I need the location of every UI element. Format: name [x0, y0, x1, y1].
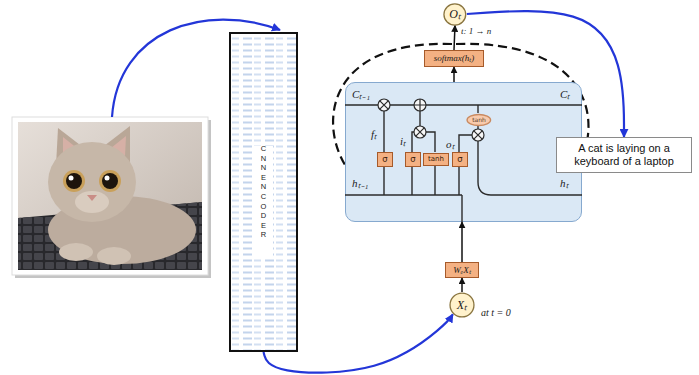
output-circle-outline	[444, 3, 466, 24]
state-label: oₜ	[446, 138, 455, 150]
node-text: A cat is laying on a keyboard of a lapto…	[563, 142, 685, 168]
gate-box: σ	[452, 152, 467, 167]
time-label: at t = 0	[481, 308, 511, 318]
multiply-symbol	[378, 99, 390, 111]
connector-arrow	[461, 222, 463, 262]
gate-wire	[426, 132, 435, 152]
node-text: CNN ENCODER	[261, 144, 267, 240]
encoder-texture	[273, 146, 296, 258]
node-text: tanh	[428, 156, 444, 163]
cat-photo	[18, 122, 202, 270]
state-label: fₜ	[371, 128, 377, 140]
caption-box: A cat is laying on a keyboard of a lapto…	[556, 137, 692, 173]
encoder-texture	[231, 34, 296, 350]
node-text: WₑXₜ	[453, 266, 470, 275]
photo-shadow	[15, 120, 211, 278]
node-text: Oₜ	[449, 8, 461, 20]
connector-arrow	[453, 26, 455, 51]
cat-eye	[102, 173, 118, 189]
input-circle: Xₜ	[449, 292, 475, 318]
gate-wire	[383, 111, 384, 152]
gate-wire	[419, 111, 420, 126]
multiply-symbol	[379, 100, 387, 108]
gate-box: σ	[405, 152, 420, 167]
connector-arrow	[461, 278, 463, 292]
cat-eye	[99, 170, 121, 192]
lstm-wiring	[345, 105, 582, 222]
add-symbol	[414, 99, 426, 111]
cat-eye	[105, 176, 110, 181]
cat-eye	[69, 176, 74, 181]
activation-oval: tanh	[466, 114, 492, 126]
encoder-box: CNN ENCODER	[229, 32, 298, 352]
gate-wire	[412, 132, 414, 152]
encoder-texture	[231, 34, 296, 146]
gate-wire	[477, 105, 478, 113]
node-text: tanh	[472, 117, 486, 123]
multiply-symbol	[473, 130, 481, 138]
gate-wire	[459, 135, 472, 152]
encoder-texture	[231, 146, 253, 258]
encoder-texture	[231, 258, 296, 350]
step-range-label: t: 1 → n	[461, 27, 491, 36]
cat-paw	[59, 243, 93, 261]
node-text: σ	[382, 155, 387, 164]
activation-oval-outline	[467, 114, 491, 125]
output-circle: Oₜ	[443, 3, 467, 26]
cat-photo	[12, 117, 211, 278]
node-text: Xₜ	[457, 299, 467, 311]
state-label: Cₜ	[560, 88, 570, 100]
embedding-box: WₑXₜ	[445, 262, 479, 278]
connector-arrow	[264, 314, 453, 372]
connector-arrow	[453, 67, 455, 82]
node-text: σ	[457, 155, 462, 164]
gate-wire	[384, 165, 459, 195]
state-label: hₜ	[560, 177, 569, 189]
node-text: softmax(hₜ)	[434, 54, 475, 63]
gate-box: σ	[377, 152, 392, 167]
cat-nose	[87, 195, 97, 201]
multiply-symbol	[415, 127, 423, 135]
multiply-symbol	[414, 126, 426, 138]
add-symbol	[414, 99, 426, 111]
cat-eye	[66, 173, 82, 189]
hidden-state-line	[345, 194, 462, 195]
multiply-symbol	[472, 129, 484, 141]
gate-box: tanh	[423, 153, 449, 166]
input-wire	[461, 195, 462, 222]
softmax-box: softmax(hₜ)	[424, 50, 484, 67]
cat-muzzle	[75, 191, 109, 213]
add-symbol	[414, 99, 426, 111]
photo-frame	[12, 117, 208, 275]
cat-paw	[97, 247, 131, 265]
cat-head	[48, 142, 136, 222]
node-text: σ	[410, 155, 415, 164]
state-label: Cₜ₋₁	[352, 88, 370, 100]
cat-eye	[63, 170, 85, 192]
state-label: hₜ₋₁	[352, 177, 368, 189]
state-label: iₜ	[400, 135, 406, 147]
input-circle-outline	[450, 293, 474, 317]
lstm-cell: Cₜ₋₁ Cₜ fₜ iₜ oₜ hₜ₋₁ hₜ σ σ tanh σ tanh	[345, 82, 582, 222]
cat-photo	[18, 122, 202, 270]
